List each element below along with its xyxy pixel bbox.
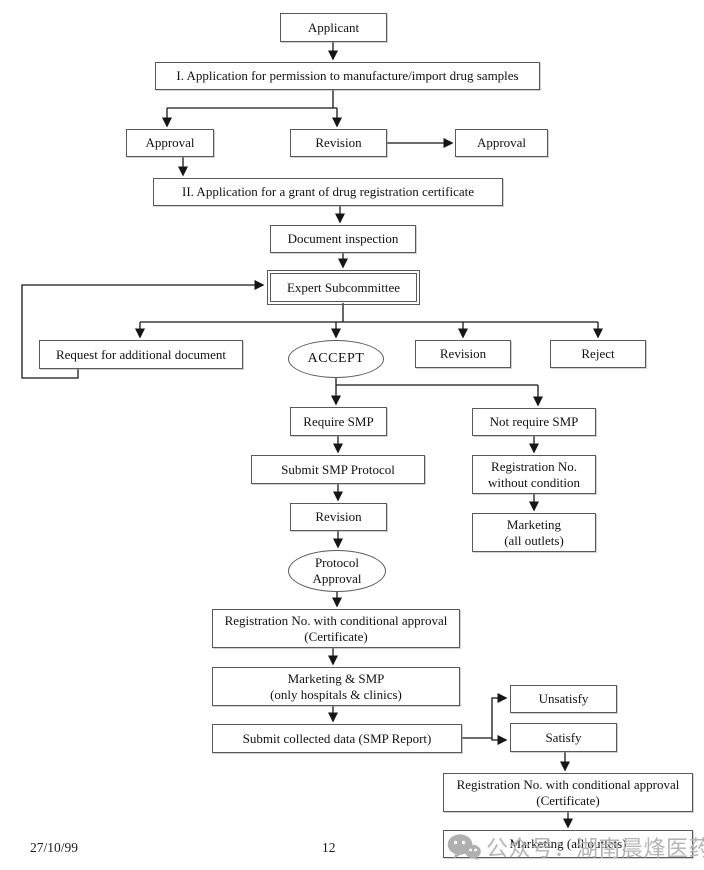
node-request-additional-document: Request for additional document [39, 340, 243, 369]
node-marketing-smp: Marketing & SMP (only hospitals & clinic… [212, 667, 460, 706]
node-step1-application-permission: I. Application for permission to manufac… [155, 62, 540, 90]
footer-date: 27/10/99 [30, 840, 79, 855]
node-approval-left: Approval [126, 129, 214, 157]
watermark: 公众号：湖南晨烽医药 [447, 831, 704, 863]
node-revision-smp: Revision [290, 503, 387, 531]
wechat-icon [447, 834, 481, 861]
node-unsatisfy: Unsatisfy [510, 685, 617, 713]
node-expert-subcommittee: Expert Subcommittee [267, 270, 420, 305]
node-marketing-all-outlets-right: Marketing (all outlets) [472, 513, 596, 552]
node-protocol-approval: Protocol Approval [288, 550, 386, 592]
node-document-inspection: Document inspection [270, 225, 416, 253]
node-revision-top: Revision [290, 129, 387, 157]
node-reject: Reject [550, 340, 646, 368]
page-number: 12 [322, 840, 336, 855]
node-approval-right: Approval [455, 129, 548, 157]
node-require-smp: Require SMP [290, 407, 387, 436]
node-registration-conditional-2: Registration No. with conditional approv… [443, 773, 693, 812]
node-marketing-all-outlets-bottom: Marketing (all outlets) [443, 830, 693, 858]
node-accept: ACCEPT [288, 340, 384, 378]
node-applicant: Applicant [280, 13, 387, 42]
node-satisfy: Satisfy [510, 723, 617, 752]
node-registration-no-without-condition: Registration No. without condition [472, 455, 596, 494]
node-step2-registration-certificate: II. Application for a grant of drug regi… [153, 178, 503, 206]
node-not-require-smp: Not require SMP [472, 408, 596, 436]
node-registration-conditional-1: Registration No. with conditional approv… [212, 609, 460, 648]
node-submit-collected-data: Submit collected data (SMP Report) [212, 724, 462, 753]
node-submit-smp-protocol: Submit SMP Protocol [251, 455, 425, 484]
watermark-text: 公众号：湖南晨烽医药 [486, 836, 704, 861]
node-revision-mid: Revision [415, 340, 511, 368]
